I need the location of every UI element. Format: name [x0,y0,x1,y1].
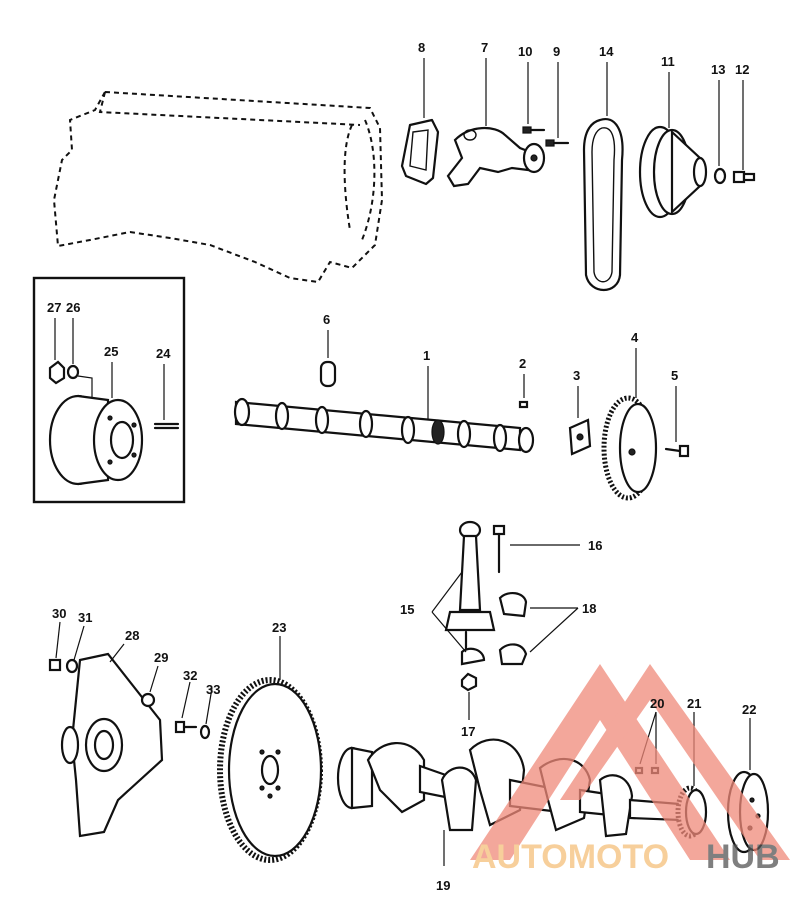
callout-9: 9 [553,44,560,59]
part-9-bolt [545,62,570,147]
part-17-rod-nut [460,672,478,720]
callout-23: 23 [272,620,286,635]
engine-block-outline [52,90,384,284]
callout-5: 5 [671,368,678,383]
callout-labels: 8 7 10 9 14 11 13 12 27 26 25 24 6 1 2 3… [47,40,756,893]
part-30-bolt [48,621,62,672]
callout-26: 26 [66,300,80,315]
callout-6: 6 [323,312,330,327]
part-4-cam-gear [601,348,658,501]
part-27-nut [48,318,66,385]
watermark-text-primary: AUTOMOTO [472,838,669,876]
callout-19: 19 [436,878,450,893]
callout-20: 20 [650,696,664,711]
callout-7: 7 [481,40,488,55]
callout-14: 14 [599,44,614,59]
part-8-gasket [400,58,440,186]
callout-24: 24 [156,346,171,361]
part-33-washer [199,687,213,740]
callout-12: 12 [735,62,749,77]
inset-box [32,276,186,504]
callout-3: 3 [573,368,580,383]
part-1-camshaft [233,366,535,454]
callout-30: 30 [52,606,66,621]
part-28-rear-plate [60,643,164,838]
part-12-bolt [732,80,756,184]
part-23-flywheel [217,636,323,863]
callout-1: 1 [423,348,430,363]
callout-15: 15 [400,602,414,617]
part-11-pulley [638,72,708,219]
automotohub-watermark: AUTOMOTO HUB [470,664,790,876]
part-13-washer [713,80,727,185]
watermark-triangle-inner [560,664,790,860]
part-7-water-pump [446,58,546,188]
callout-10: 10 [518,44,532,59]
callout-25: 25 [104,344,118,359]
callout-21: 21 [687,696,701,711]
callout-29: 29 [154,650,168,665]
part-15-connecting-rod [431,520,496,666]
callout-33: 33 [206,682,220,697]
part-25-damper-hub [48,362,144,486]
part-18-bearings [498,592,579,666]
callout-4: 4 [631,330,639,345]
part-31-washer [65,625,85,674]
callout-8: 8 [418,40,425,55]
part-16-rod-bolt [492,524,580,574]
part-26-washer [66,318,93,400]
watermark-text-secondary: HUB [706,838,780,876]
part-14-v-belt [582,62,624,291]
callout-2: 2 [519,356,526,371]
part-10-bolt [522,62,546,134]
callout-13: 13 [711,62,725,77]
part-2-key [518,374,529,409]
part-5-bolt [664,386,690,458]
part-3-thrust-plate [568,386,592,456]
part-24-stud [153,364,180,430]
part-32-bolt [174,681,198,734]
callout-18: 18 [582,601,596,616]
callout-16: 16 [588,538,602,553]
part-6-lifter [319,330,337,388]
callout-11: 11 [661,54,675,69]
callout-27: 27 [47,300,61,315]
callout-31: 31 [78,610,92,625]
part-29-dowel [140,665,159,708]
callout-28: 28 [125,628,139,643]
watermark-triangle-outer [470,664,730,860]
callout-32: 32 [183,668,197,683]
callout-17: 17 [461,724,475,739]
callout-22: 22 [742,702,756,717]
